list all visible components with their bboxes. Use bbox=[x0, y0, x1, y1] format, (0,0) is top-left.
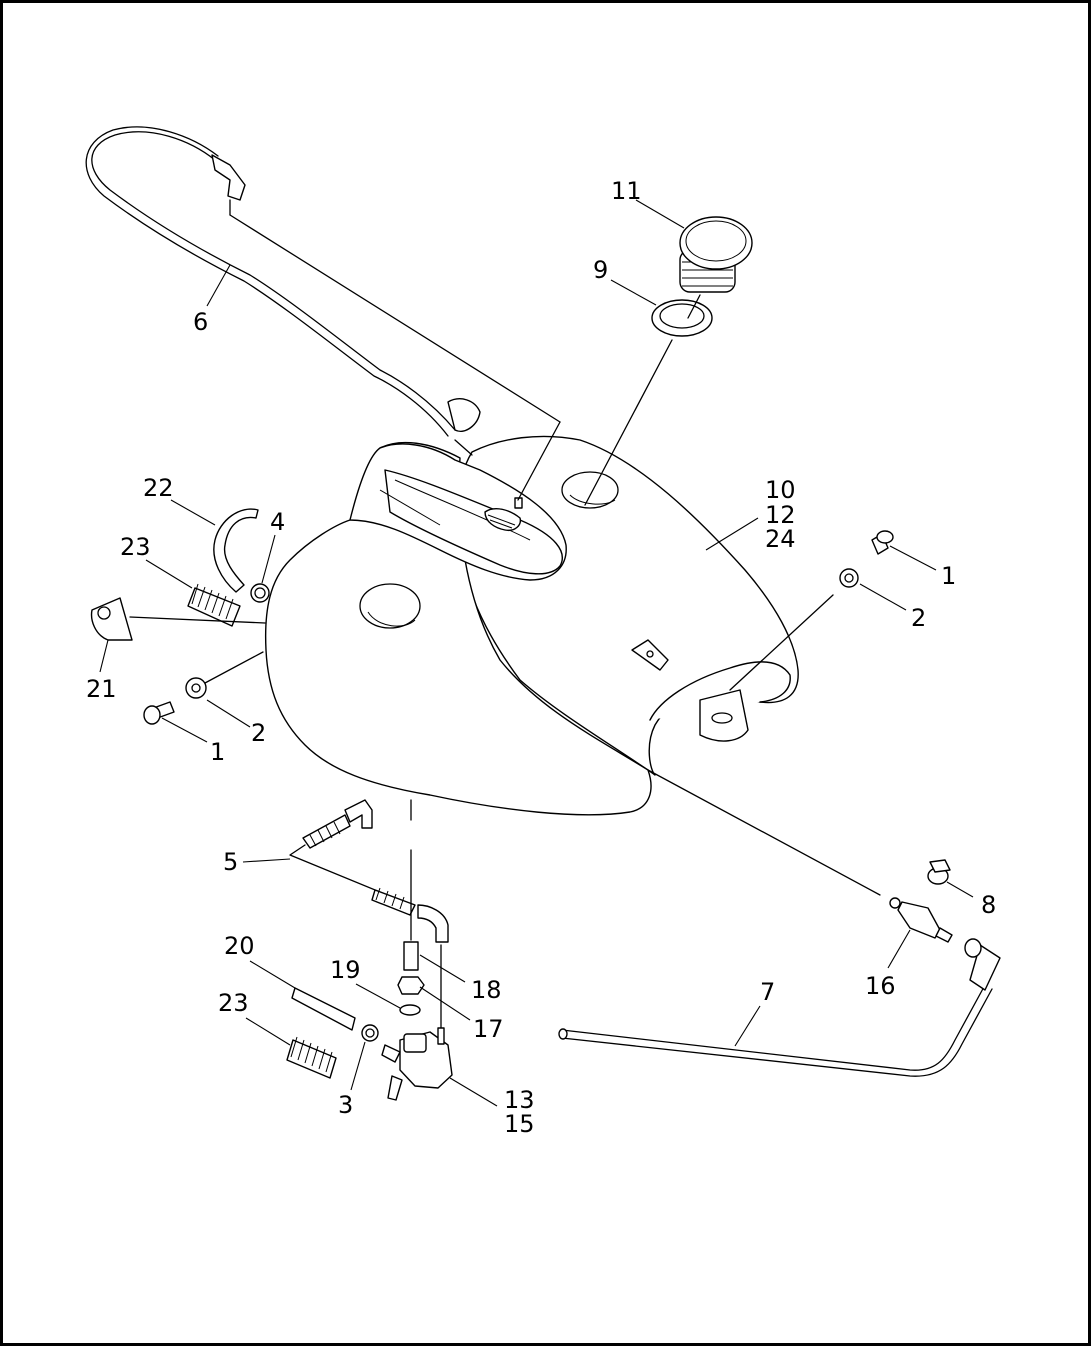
callout-16: 16 bbox=[865, 972, 896, 1000]
callout-labels: 11 9 6 10 12 24 1 2 22 4 23 21 2 1 5 8 1… bbox=[86, 177, 996, 1138]
filler-cap-assembly bbox=[584, 216, 753, 506]
callout-15: 15 bbox=[504, 1110, 535, 1138]
callout-13: 13 bbox=[504, 1086, 535, 1114]
callout-2-right: 2 bbox=[911, 604, 926, 632]
callout-11: 11 bbox=[611, 177, 642, 205]
callout-23-bottom: 23 bbox=[218, 989, 249, 1017]
callout-5: 5 bbox=[223, 848, 238, 876]
callout-10: 10 bbox=[765, 476, 796, 504]
callout-24: 24 bbox=[765, 525, 796, 553]
callout-3: 3 bbox=[338, 1091, 353, 1119]
left-mounting-parts bbox=[90, 508, 270, 725]
callout-8: 8 bbox=[981, 891, 996, 919]
callout-18: 18 bbox=[471, 976, 502, 1004]
callout-12: 12 bbox=[765, 501, 796, 529]
right-mounting-parts bbox=[729, 530, 894, 691]
crossover-and-petcock bbox=[286, 799, 453, 1101]
fuel-line-filter bbox=[558, 769, 1001, 1077]
fuel-tank bbox=[264, 435, 799, 816]
callout-1-right: 1 bbox=[941, 562, 956, 590]
callout-23-top: 23 bbox=[120, 533, 151, 561]
callout-1-left: 1 bbox=[210, 738, 225, 766]
callout-6: 6 bbox=[193, 308, 208, 336]
callout-21: 21 bbox=[86, 675, 117, 703]
callout-22: 22 bbox=[143, 474, 174, 502]
callout-17: 17 bbox=[473, 1015, 504, 1043]
callout-9: 9 bbox=[593, 256, 608, 284]
callout-19: 19 bbox=[330, 956, 361, 984]
callout-7: 7 bbox=[760, 978, 775, 1006]
callout-2-left: 2 bbox=[251, 719, 266, 747]
callout-4: 4 bbox=[270, 508, 285, 536]
callout-20: 20 bbox=[224, 932, 255, 960]
leader-lines bbox=[99, 199, 974, 1107]
vent-hose bbox=[85, 126, 561, 501]
